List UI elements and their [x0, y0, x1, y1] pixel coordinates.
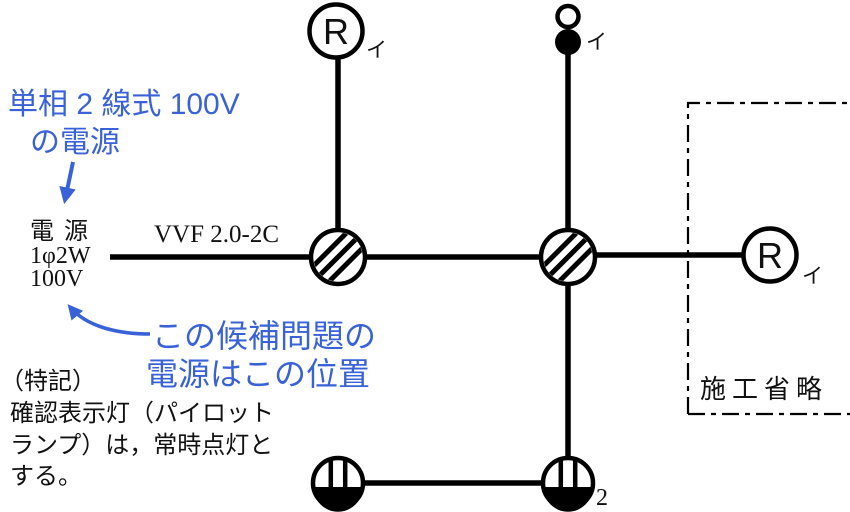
- annotation-power-source: 単相 2 線式 100V の電源: [8, 88, 240, 205]
- wall-outlet-left-wall-fill: [313, 487, 363, 512]
- power-source-line2: 1φ2W: [30, 243, 91, 269]
- power-source-line3: 100V: [30, 266, 84, 292]
- construction-omitted-boundary: [686, 101, 850, 416]
- lamp-receptacle-top-tag: イ: [366, 39, 387, 62]
- annotation-power-source-line2: の電源: [30, 126, 120, 159]
- cable-label: VVF 2.0-2C: [154, 221, 279, 248]
- construction-omitted-label: 施工省略: [700, 375, 828, 404]
- ceiling-light-open-circle: [555, 3, 581, 30]
- wall-outlet-right-bars: [558, 459, 578, 487]
- annotation-position-line2: 電源はこの位置: [146, 356, 370, 392]
- lamp-receptacle-right-tag: イ: [802, 265, 823, 288]
- annotation-down-arrow: [59, 161, 76, 205]
- special-note-title: （特記）: [0, 368, 96, 395]
- annotation-position-line1: この候補問題の: [152, 318, 376, 354]
- wall-outlet-right-count: 2: [596, 485, 608, 511]
- lamp-receptacle-top-symbol: R イ: [307, 2, 387, 62]
- wall-outlet-right-symbol: 2: [540, 455, 608, 512]
- special-note-line4: する。: [10, 464, 82, 490]
- lamp-receptacle-top-letter: R: [323, 11, 349, 52]
- joint-box-left-symbol: [308, 227, 368, 287]
- ceiling-light-tag: イ: [586, 31, 607, 54]
- lamp-receptacle-right-letter: R: [757, 235, 783, 276]
- lamp-receptacle-right-symbol: R イ: [741, 226, 823, 288]
- lamp-receptacle-right-circle: [741, 226, 799, 284]
- power-source-line1: 電 源: [30, 218, 90, 245]
- wall-outlet-left-bars: [328, 459, 348, 487]
- special-note-line3: ランプ）は，常時点灯と: [10, 432, 273, 459]
- special-note-line2: 確認表示灯（パイロット: [10, 400, 274, 427]
- lamp-receptacle-top-circle: [307, 2, 365, 60]
- ceiling-light-symbol: イ: [555, 3, 607, 55]
- wall-outlet-right-wall-fill: [543, 487, 593, 512]
- ceiling-light-filled-circle: [555, 29, 581, 55]
- annotation-curved-arrow: [67, 304, 151, 336]
- annotation-power-source-line1: 単相 2 線式 100V: [8, 88, 240, 121]
- power-source-label: 電 源 1φ2W 100V: [30, 218, 91, 292]
- annotation-source-position: この候補問題の 電源はこの位置: [67, 304, 376, 392]
- wall-outlet-left-symbol: [310, 455, 366, 512]
- special-note: （特記） 確認表示灯（パイロット ランプ）は，常時点灯と する。: [0, 368, 274, 490]
